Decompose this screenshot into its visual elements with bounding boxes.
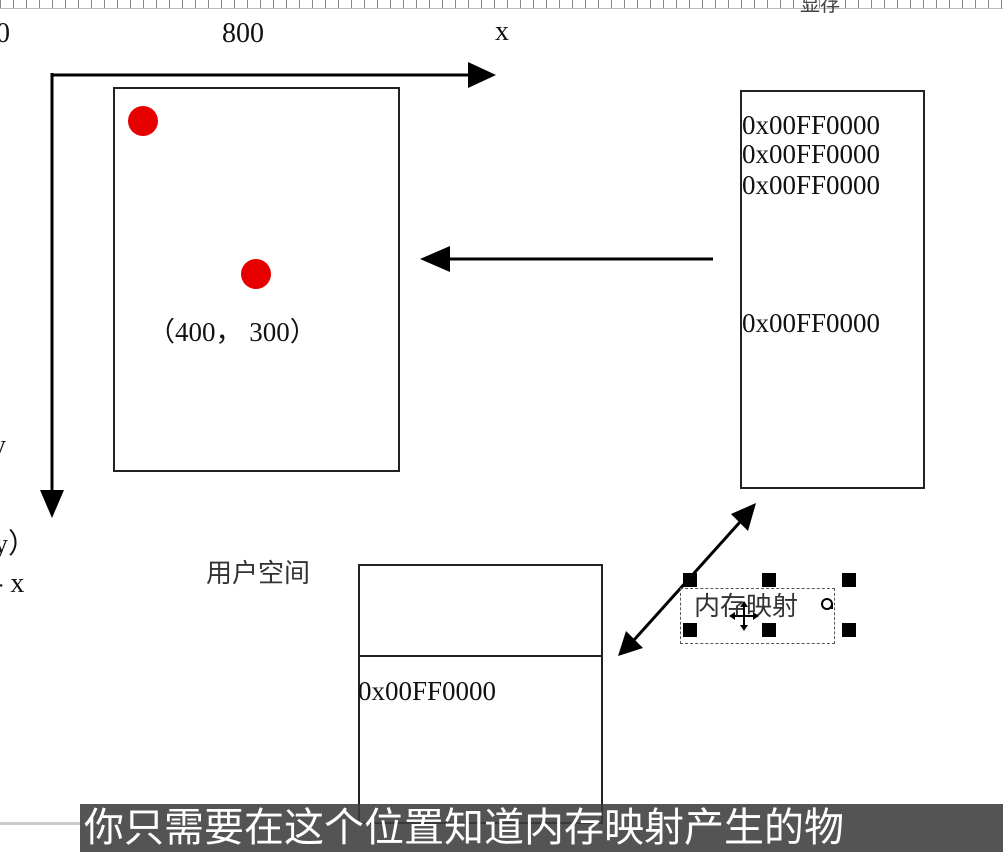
resize-handle-bottom-right[interactable] — [842, 623, 856, 637]
resize-handle-top-left[interactable] — [683, 573, 697, 587]
top-ruler — [0, 0, 1003, 9]
corner-point — [128, 106, 158, 136]
resize-handle-bottom-left[interactable] — [683, 623, 697, 637]
horizontal-scrollbar[interactable] — [0, 822, 80, 825]
axis-x-label: x — [495, 16, 509, 47]
memory-to-screen-arrowhead — [420, 246, 450, 272]
axis-x-fragment: - x — [0, 568, 25, 599]
x-axis-arrowhead — [468, 62, 496, 88]
rotate-handle-icon[interactable] — [820, 597, 834, 611]
resize-handle-top-right[interactable] — [842, 573, 856, 587]
memory-address: 0x00FF0000 — [742, 170, 881, 200]
memory-address: 0x00FF0000 — [742, 110, 881, 140]
memory-address: 0x00FF0000 — [742, 308, 881, 338]
y-axis-arrowhead — [40, 490, 64, 518]
axis-x-tick-label: 800 — [222, 18, 264, 49]
video-subtitle: 你只需要在这个位置知道内存映射产生的物 — [80, 804, 1003, 852]
center-point — [241, 259, 271, 289]
resize-handle-bottom-middle[interactable] — [762, 623, 776, 637]
mapping-label-selection[interactable] — [680, 588, 835, 644]
axis-y-label: y — [0, 430, 6, 462]
user-space-address: 0x00FF0000 — [358, 676, 497, 706]
mapping-arrowhead-top — [731, 503, 756, 531]
memory-box — [740, 90, 925, 489]
axis-coord-fragment: y） — [0, 529, 37, 560]
mapping-arrowhead-bottom — [618, 631, 643, 656]
user-space-divider — [358, 655, 603, 657]
resize-handle-top-middle[interactable] — [762, 573, 776, 587]
memory-address: 0x00FF0000 — [742, 139, 881, 169]
ruler-label: 显存 — [800, 0, 840, 16]
axis-origin-label: 0 — [0, 18, 10, 49]
move-cursor-icon — [729, 601, 759, 631]
center-point-label: （400， 300） — [148, 317, 317, 347]
user-space-label: 用户空间 — [206, 559, 311, 589]
